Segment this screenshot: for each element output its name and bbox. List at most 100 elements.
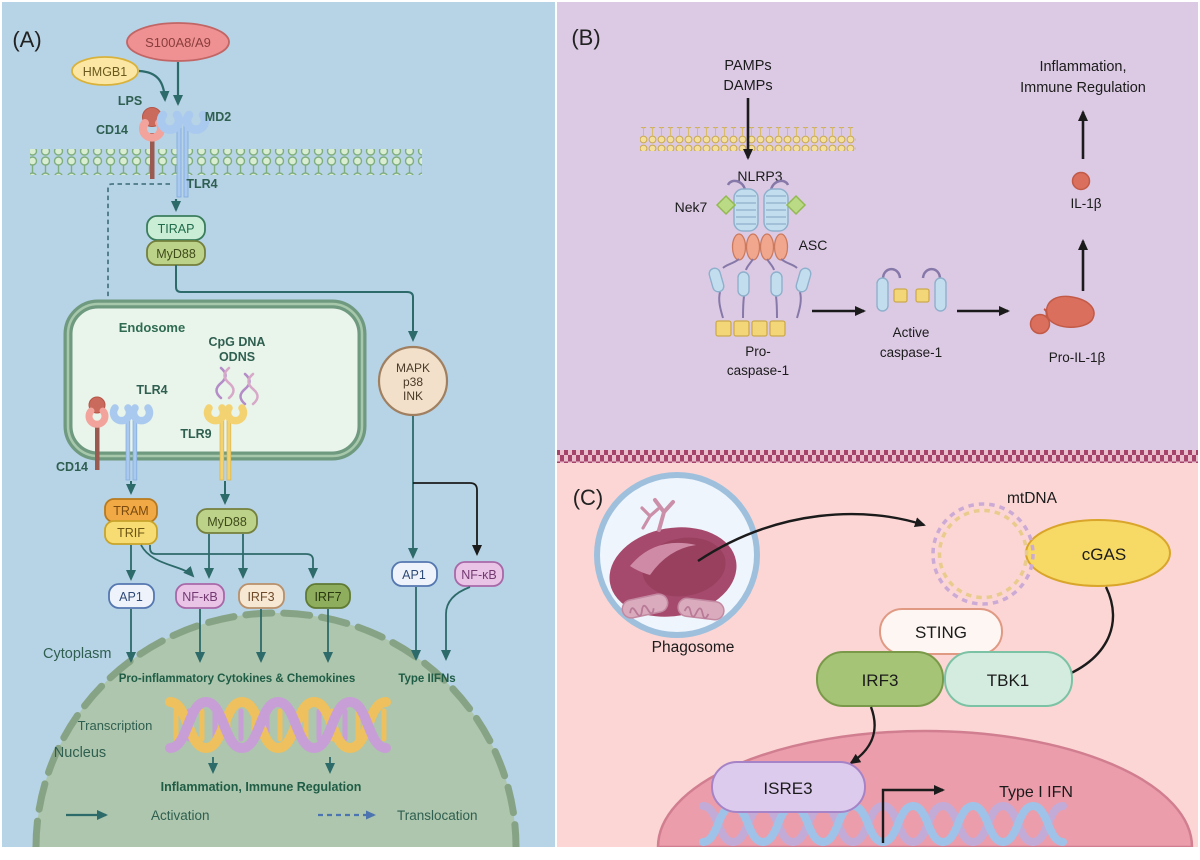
pro-caspase-label-line2: caspase-1 (727, 363, 789, 378)
ap1-label: AP1 (119, 590, 143, 604)
active-caspase-icon (876, 267, 947, 312)
ap1-right-label: AP1 (402, 568, 426, 582)
transcription-label: Transcription (78, 718, 153, 733)
nucleus-a (32, 609, 520, 851)
nek7-diamond-right-icon (785, 194, 807, 216)
mapk-label-line3: INK (403, 389, 423, 403)
tram-node: TRAM (104, 498, 158, 523)
tf-to-nucleus-arrows (126, 586, 471, 663)
cd14-endosomal-label: CD14 (56, 460, 88, 474)
phagosome-label: Phagosome (652, 639, 735, 656)
panel-c-label: (C) (573, 485, 604, 510)
dna-helix-a-icon (165, 696, 391, 754)
pro-inflammatory-label: Pro-inflammatory Cytokines & Chemokines (119, 673, 355, 685)
isre3-node: ISRE3 (711, 761, 866, 813)
inflammation-label: Inflammation, Immune Regulation (161, 780, 362, 794)
nfkb-label: NF-κB (182, 590, 217, 604)
caspase-domains-icon (715, 320, 786, 337)
tf-boxes-left: AP1 NF-κB IRF3 IRF7 (108, 583, 351, 609)
damps-label: DAMPs (723, 78, 772, 94)
arrow-myd88-to-mapk (175, 265, 418, 342)
md2-label: MD2 (205, 110, 231, 124)
hmgb1-label: HMGB1 (83, 65, 128, 79)
mitochondria-icon (677, 597, 725, 621)
cd14-label: CD14 (96, 123, 128, 137)
hmgb1-node: HMGB1 (71, 56, 139, 86)
s100a8a9-node: S100A8/A9 (126, 22, 230, 62)
tf-wiring-arrows (126, 534, 318, 581)
bottom-margin (0, 847, 1200, 860)
mitochondria-icon (621, 593, 669, 619)
myd88-node: MyD88 (146, 240, 206, 266)
tbk1-label: TBK1 (987, 671, 1030, 690)
myd88-label: MyD88 (156, 247, 196, 261)
irf3-c-node: IRF3 (816, 651, 944, 707)
tbk1-node: TBK1 (944, 651, 1073, 707)
phagosome-icon (594, 472, 760, 638)
tram-label: TRAM (113, 504, 148, 518)
myd88-endosomal-node: MyD88 (196, 508, 258, 534)
pro-il1b-label: Pro-IL-1β (1049, 350, 1106, 365)
panel-b-background (557, 2, 1198, 450)
s100a8a9-label: S100A8/A9 (145, 35, 211, 50)
panel-divider-membrane-band (557, 450, 1198, 463)
mapk-label-line2: p38 (403, 375, 423, 389)
arrow-trif-to-nfkb (140, 544, 195, 578)
adaptor-arrows (126, 481, 230, 505)
arrow-irf3-to-isre3 (849, 706, 876, 765)
outcome-b-label-line2: Immune Regulation (1020, 80, 1146, 96)
pro-il1b-icon (1029, 295, 1095, 335)
endosome-label: Endosome (119, 320, 185, 335)
endosome-vesicle (63, 299, 367, 461)
tf-boxes-right: AP1 NF-κB (391, 561, 504, 587)
nlrp3-label: NLRP3 (737, 168, 782, 184)
antibody-icon (640, 498, 675, 532)
type-i-ifn-label: Type I IFN (999, 784, 1073, 801)
nfkb-right-label: NF-κB (461, 568, 496, 582)
sting-node: STING (879, 608, 1003, 655)
mtdna-label: mtDNA (1007, 490, 1058, 507)
nek7-diamond-left-icon (715, 194, 737, 216)
panel-b-label: (B) (571, 25, 600, 50)
legend: Activation Translocation (66, 808, 478, 823)
tirap-label: TIRAP (158, 222, 195, 236)
cgas-node: cGAS (1025, 519, 1171, 587)
irf3-label: IRF3 (247, 590, 274, 604)
tlr4-endosomal-receptor-icon (109, 404, 154, 481)
legend-activation-label: Activation (151, 808, 210, 823)
pro-caspase-capsules-icon (708, 267, 812, 297)
pro-caspase-label-line1: Pro- (745, 344, 771, 359)
arrow-branch-to-nfkb-right (413, 482, 482, 556)
cytoplasm-label: Cytoplasm (43, 646, 112, 662)
irf7-label: IRF7 (314, 590, 341, 604)
tlr4-md2-receptor-icon (156, 110, 210, 198)
tlr4-label: TLR4 (186, 177, 217, 191)
tlr9-label: TLR9 (180, 427, 211, 441)
asc-label: ASC (799, 237, 828, 253)
mtdna-ring-icon (931, 502, 1035, 606)
tlr4-endosomal-label: TLR4 (136, 383, 167, 397)
trif-node: TRIF (104, 520, 158, 545)
plasma-membrane-icon (30, 149, 422, 175)
irf3-c-label: IRF3 (862, 671, 899, 690)
nlrp3-inflammasome-icon (708, 179, 812, 337)
sting-label: STING (915, 623, 967, 642)
arrow-trif-to-irf7 (149, 545, 318, 579)
pamps-label: PAMPs (724, 58, 771, 74)
isre3-label: ISRE3 (763, 779, 812, 798)
trif-label: TRIF (117, 526, 145, 540)
nucleus-label: Nucleus (54, 745, 106, 761)
nek7-label: Nek7 (675, 199, 708, 215)
active-caspase-label-line2: caspase-1 (880, 345, 942, 360)
mapk-node: MAPK p38 INK (377, 345, 449, 417)
arrow-hmgb1-to-tlr4 (138, 69, 170, 102)
arrow-transcription-start (881, 785, 945, 843)
panel-a-arrows-top (138, 62, 183, 106)
type-ifns-label: Type IIFNs (398, 673, 455, 685)
odns-label: ODNS (219, 350, 255, 364)
cgas-label: cGAS (1082, 545, 1126, 564)
il1b-label: IL-1β (1070, 196, 1101, 211)
arrow-phagosome-to-mtdna (697, 512, 926, 563)
outcome-b-label-line1: Inflammation, (1039, 59, 1126, 75)
